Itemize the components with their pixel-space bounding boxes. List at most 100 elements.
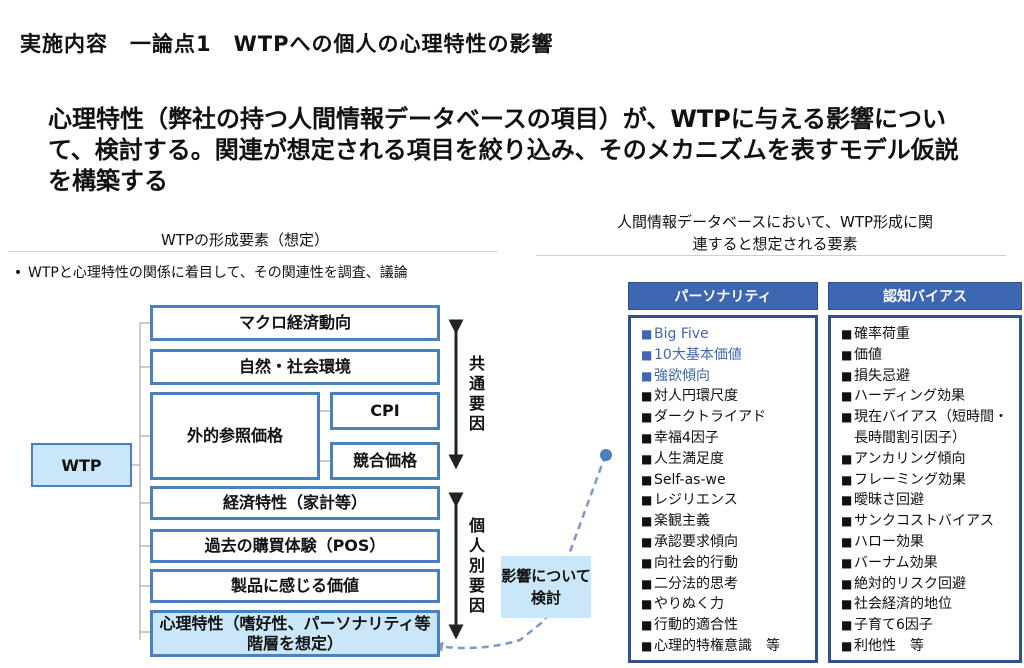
list-item: ■Self-as-we (641, 470, 815, 491)
list-item: ■心理的特権意識 等 (641, 636, 815, 657)
list-item: ■対人円環尺度 (641, 386, 815, 407)
list-item-text: 損失忌避 (854, 367, 910, 384)
factor-economic: 経済特性（家計等） (150, 486, 440, 520)
bias-list: ■確率荷重■価値■損失忌避■ハーディング効果■現在バイアス（短時間・長時間割引因… (831, 318, 1019, 657)
bias-header: 認知バイアス (828, 282, 1022, 310)
individual-label-char: 要 (468, 576, 485, 595)
square-bullet-icon: ■ (641, 534, 653, 549)
list-item: ■Big Five (641, 324, 815, 345)
bullet-dot: • (13, 265, 23, 281)
list-item: ■ハロー効果 (841, 532, 1019, 553)
list-item-text: ハーディング効果 (854, 388, 966, 405)
square-bullet-icon: ■ (641, 451, 653, 466)
square-bullet-icon: ■ (641, 347, 653, 362)
list-item-text: 子育て6因子 (854, 617, 933, 634)
list-item-text: 幸福4因子 (654, 429, 719, 446)
square-bullet-icon: ■ (841, 451, 853, 466)
factor-product-value: 製品に感じる価値 (150, 569, 440, 603)
list-item: ■ダークトライアド (641, 407, 815, 428)
common-label-char: 要 (468, 394, 485, 413)
square-bullet-icon: ■ (841, 410, 853, 425)
list-item-text: 社会経済的地位 (854, 596, 952, 613)
square-bullet-icon: ■ (841, 472, 853, 487)
square-bullet-icon: ■ (841, 347, 853, 362)
list-item-text: 人生満足度 (654, 450, 724, 467)
list-item: ■社会経済的地位 (841, 594, 1019, 615)
list-item-text: 向社会的行動 (654, 554, 738, 571)
influence-note: 影響について検討 (501, 556, 591, 618)
lead-text: 心理特性（弊社の持つ人間情報データベースの項目）が、WTPに与える影響について、… (48, 105, 959, 195)
square-bullet-icon: ■ (841, 576, 853, 591)
list-item: ■行動的適合性 (641, 615, 815, 636)
list-item: ■バーナム効果 (841, 553, 1019, 574)
list-item: ■10大基本価値 (641, 345, 815, 366)
list-item: ■ハーディング効果 (841, 386, 1019, 407)
square-bullet-icon: ■ (841, 534, 853, 549)
factor-macro: マクロ経済動向 (150, 305, 440, 341)
bias-list-box: ■確率荷重■価値■損失忌避■ハーディング効果■現在バイアス（短時間・長時間割引因… (828, 315, 1022, 663)
list-item: ■確率荷重 (841, 324, 1019, 345)
square-bullet-icon: ■ (841, 327, 853, 341)
personality-header: パーソナリティ (628, 282, 818, 310)
list-item-text: 行動的適合性 (654, 617, 738, 634)
square-bullet-icon: ■ (641, 493, 653, 508)
list-item: ■アンカリング傾向 (841, 449, 1019, 470)
square-bullet-icon: ■ (641, 430, 653, 445)
left-section-heading: WTPの形成要素（想定） (160, 231, 330, 249)
list-item-text: 現在バイアス（短時間・長時間割引因子） (854, 409, 1008, 446)
square-bullet-icon: ■ (641, 472, 653, 487)
square-bullet-icon: ■ (841, 597, 853, 612)
list-item: ■承認要求傾向 (641, 532, 815, 553)
list-item: ■人生満足度 (641, 449, 815, 470)
tree-connector-lines (132, 322, 330, 640)
square-bullet-icon: ■ (841, 368, 853, 383)
common-label-char: 共 (468, 354, 485, 373)
list-item: ■やりぬく力 (641, 594, 815, 615)
square-bullet-icon: ■ (641, 389, 653, 404)
personality-list: ■Big Five■10大基本価値■強欲傾向■対人円環尺度■ダークトライアド■幸… (631, 318, 815, 657)
list-item-text: Big Five (654, 326, 709, 342)
factor-external-reference-price: 外的参照価格 (150, 392, 320, 480)
page-title: 実施内容 一論点1 WTPへの個人の心理特性の影響 (20, 32, 554, 56)
square-bullet-icon: ■ (641, 410, 653, 425)
bullet-text: WTPと心理特性の関係に着目して、その関連性を調査、議論 (28, 265, 408, 281)
list-item-text: ハロー効果 (854, 533, 924, 550)
list-item: ■現在バイアス（短時間・長時間割引因子） (841, 407, 1019, 449)
individual-label-char: 人 (468, 536, 485, 555)
individual-label-char: 因 (468, 596, 485, 615)
list-item-text: 確率荷重 (854, 326, 910, 342)
factor-cpi: CPI (330, 392, 440, 430)
list-item: ■楽観主義 (641, 511, 815, 532)
left-bullet: • WTPと心理特性の関係に着目して、その関連性を調査、議論 (8, 262, 488, 284)
square-bullet-icon: ■ (641, 576, 653, 591)
left-heading-rule (8, 251, 498, 252)
common-factor-label: 共 通 要 因 (467, 354, 487, 434)
list-item-text: 10大基本価値 (654, 346, 742, 363)
list-item-text: 心理的特権意識 等 (654, 637, 780, 654)
list-item-text: 価値 (854, 346, 882, 363)
factor-past-purchase: 過去の購買体験（POS） (150, 529, 440, 563)
square-bullet-icon: ■ (641, 618, 653, 633)
list-item-text: 楽観主義 (654, 513, 710, 530)
list-item-text: ダークトライアド (654, 409, 766, 426)
list-item-text: バーナム効果 (854, 554, 938, 571)
list-item: ■フレーミング効果 (841, 470, 1019, 491)
list-item-text: 承認要求傾向 (654, 533, 738, 550)
list-item: ■絶対的リスク回避 (841, 574, 1019, 595)
factor-nature: 自然・社会環境 (150, 349, 440, 385)
list-item: ■レジリエンス (641, 490, 815, 511)
list-item-text: やりぬく力 (654, 596, 724, 613)
square-bullet-icon: ■ (641, 514, 653, 529)
right-heading-rule (536, 255, 1006, 256)
influence-dashed-curve (433, 454, 608, 652)
right-section-heading: 人間情報データベースにおいて、WTP形成に関 連すると想定される要素 (560, 211, 990, 255)
list-item-text: アンカリング傾向 (854, 450, 966, 467)
square-bullet-icon: ■ (841, 493, 853, 508)
square-bullet-icon: ■ (641, 327, 653, 341)
factor-psych-traits: 心理特性（嗜好性、パーソナリティ等階層を想定） (150, 610, 440, 657)
list-item-text: 強欲傾向 (654, 367, 710, 384)
list-item: ■二分法的思考 (641, 574, 815, 595)
common-label-char: 因 (468, 414, 485, 433)
list-item-text: 対人円環尺度 (654, 388, 738, 405)
individual-label-char: 個 (468, 516, 485, 535)
